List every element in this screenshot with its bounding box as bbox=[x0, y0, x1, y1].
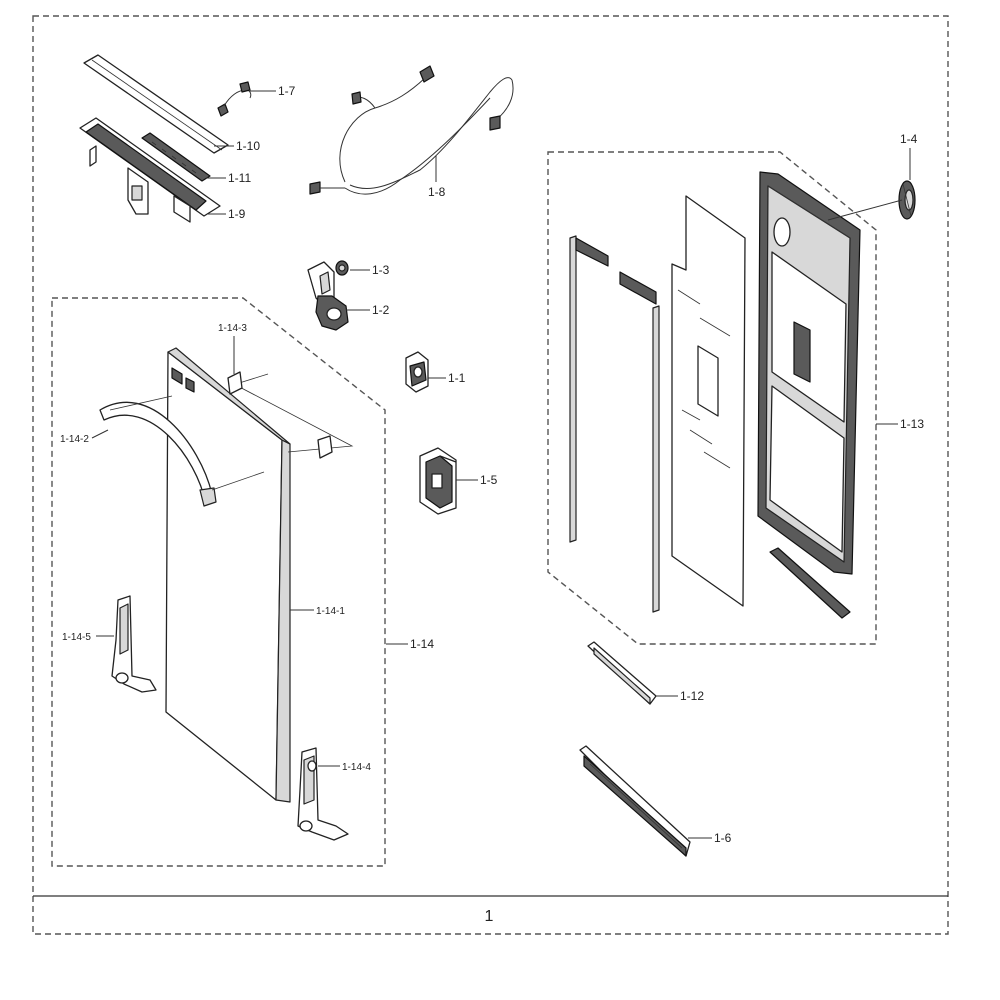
door-subassembly-frame bbox=[51, 297, 386, 867]
part-1-10-decor-strip bbox=[83, 54, 229, 154]
label-1-14-5: 1-14-5 bbox=[62, 632, 91, 643]
part-1-1-door-switch bbox=[405, 351, 429, 393]
label-1-1: 1-1 bbox=[448, 371, 466, 385]
part-1-9-control-housing bbox=[79, 117, 221, 223]
label-1-5: 1-5 bbox=[480, 473, 498, 487]
part-1-11-button-membrane bbox=[141, 132, 211, 182]
label-1-14: 1-14 bbox=[410, 637, 434, 651]
label-1-14-4: 1-14-4 bbox=[342, 762, 371, 773]
label-1-2: 1-2 bbox=[372, 303, 390, 317]
label-1-8: 1-8 bbox=[428, 185, 446, 199]
assembly-frame: 1 bbox=[32, 15, 949, 935]
label-1-3: 1-3 bbox=[372, 263, 390, 277]
label-1-4: 1-4 bbox=[900, 132, 918, 146]
leader-lines bbox=[91, 90, 911, 839]
label-1-14-1: 1-14-1 bbox=[316, 606, 345, 617]
part-1-12-trim-bracket bbox=[587, 641, 657, 705]
part-1-5-door-lock bbox=[419, 447, 457, 515]
part-1-3-small-knob bbox=[335, 260, 349, 276]
part-labels: 1-7 1-10 1-11 1-9 1-8 1-3 1-2 1-1 1-5 1-… bbox=[60, 84, 924, 845]
label-1-6: 1-6 bbox=[714, 831, 732, 845]
inner-panel-subassembly-frame bbox=[547, 151, 877, 645]
part-1-8-wire-harness bbox=[309, 65, 514, 195]
part-1-2-latch-bracket bbox=[307, 261, 349, 331]
part-1-4-rinse-aid-cap bbox=[898, 180, 916, 220]
part-1-7-small-wire bbox=[217, 81, 252, 117]
assembly-number: 1 bbox=[485, 908, 494, 925]
label-1-10: 1-10 bbox=[236, 139, 260, 153]
part-1-13-inner-door-group bbox=[569, 171, 861, 619]
label-1-14-2: 1-14-2 bbox=[60, 434, 89, 445]
label-1-13: 1-13 bbox=[900, 417, 924, 431]
part-1-14-door-group bbox=[99, 347, 354, 841]
label-1-11: 1-11 bbox=[228, 171, 251, 185]
label-1-14-3: 1-14-3 bbox=[218, 323, 247, 334]
part-1-6-vent-strip bbox=[579, 745, 691, 857]
label-1-7: 1-7 bbox=[278, 84, 296, 98]
label-1-9: 1-9 bbox=[228, 207, 246, 221]
label-1-12: 1-12 bbox=[680, 689, 704, 703]
